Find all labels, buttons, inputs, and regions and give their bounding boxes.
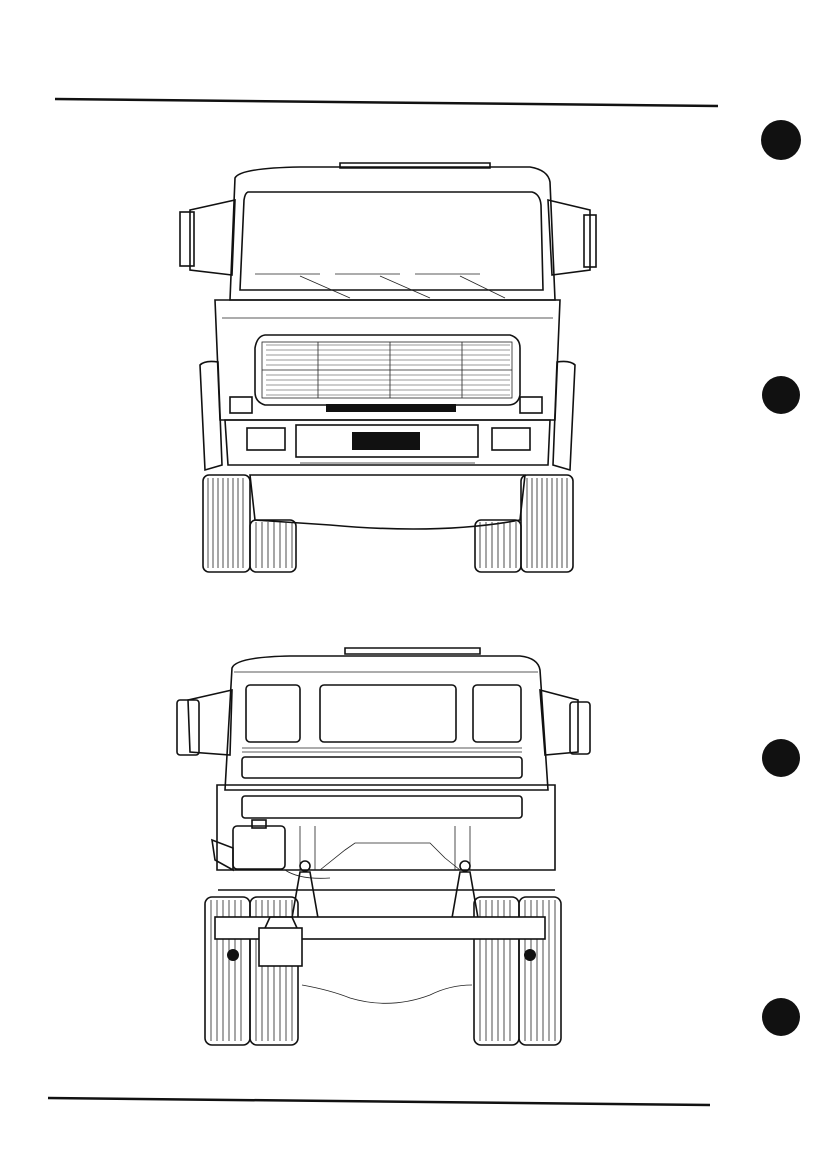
front-wheels: [202, 474, 574, 573]
binder-hole: [762, 376, 800, 414]
rear-wheels: [204, 896, 562, 1046]
truck-rear-view: [176, 647, 591, 1046]
binder-hole: [762, 998, 800, 1036]
top-rule: [54, 97, 719, 108]
binder-hole: [761, 120, 801, 160]
bottom-rule: [47, 1096, 711, 1107]
binder-hole: [762, 739, 800, 777]
truck-front-view: [179, 162, 597, 573]
binder-holes: [761, 120, 801, 1036]
